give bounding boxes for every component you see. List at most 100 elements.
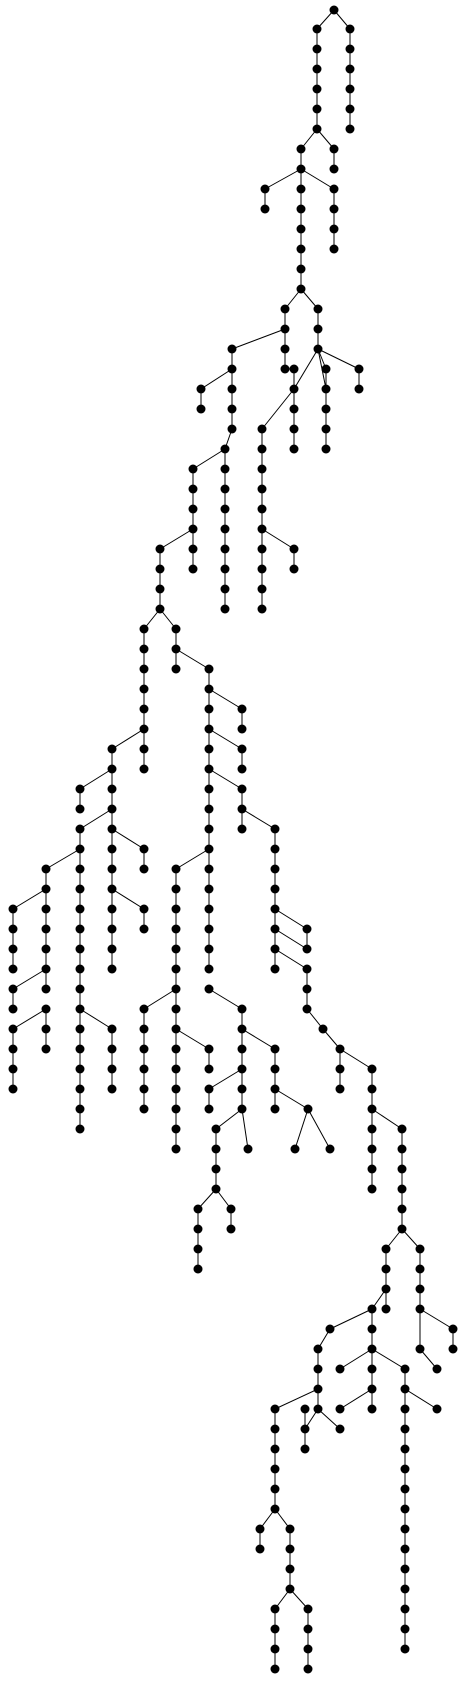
tree-node [325,1144,335,1154]
tree-node [400,1364,410,1374]
tree-node [367,1404,377,1414]
tree-node [432,1404,442,1414]
tree-node [220,564,230,574]
tree-node [41,1004,51,1014]
tree-node [400,1404,410,1414]
tree-node [193,1264,203,1274]
tree-node [325,1324,335,1334]
tree-node [345,44,355,54]
tree-node [196,404,206,414]
tree-node [41,904,51,914]
tree-node [260,184,270,194]
tree-node [345,84,355,94]
tree-node [381,1304,391,1314]
tree-node [107,804,117,814]
tree-node [289,384,299,394]
tree-node [367,1124,377,1134]
tree-node [139,1104,149,1114]
tree-node [367,1364,377,1374]
tree-node [226,1204,236,1214]
tree-node [312,84,322,94]
tree-node [227,364,237,374]
tree-node [345,124,355,134]
tree-node [107,844,117,854]
tree-node [8,1004,18,1014]
tree-node [220,484,230,494]
tree-node [204,1044,214,1054]
tree-node [211,1164,221,1174]
tree-node [400,1604,410,1614]
tree-node [75,1044,85,1054]
tree-node [171,1044,181,1054]
tree-node [8,944,18,954]
tree-node [155,604,165,614]
tree-edge [159,528,194,550]
tree-node [139,1004,149,1014]
tree-node [41,1044,51,1054]
tree-node [285,1524,295,1534]
tree-edge [329,1308,373,1330]
tree-node [171,904,181,914]
tree-node [237,824,247,834]
tree-node [415,1284,425,1294]
tree-node [171,1144,181,1154]
tree-node [204,1104,214,1114]
tree-node [415,1264,425,1274]
tree-node [354,364,364,374]
tree-node [171,644,181,654]
tree-node [204,984,214,994]
tree-node [75,844,85,854]
tree-node [400,1484,410,1494]
tree-node [329,164,339,174]
tree-node [280,324,290,334]
tree-node [257,524,267,534]
tree-node [270,1044,280,1054]
tree-node [280,304,290,314]
tree-edge [143,988,177,1010]
tree-node [220,604,230,614]
tree-edge [208,988,243,1010]
tree-node [381,1244,391,1254]
tree-node [107,764,117,774]
tree-node [296,284,306,294]
tree-node [204,884,214,894]
tree-node [270,1084,280,1094]
tree-node [75,944,85,954]
tree-edge [300,168,335,190]
tree-node [139,664,149,674]
tree-node [300,1424,310,1434]
tree-node [270,1484,280,1494]
tree-node [296,184,306,194]
tree-node [8,1084,18,1094]
tree-node [75,1104,85,1114]
tree-node [107,964,117,974]
tree-node [139,1044,149,1054]
tree-edge [274,1088,309,1110]
tree-node [188,564,198,574]
tree-node [303,1604,313,1614]
tree-node [318,1024,328,1034]
tree-node [270,924,280,934]
tree-node [329,204,339,214]
tree-node [285,1584,295,1594]
tree-node [270,1604,280,1614]
tree-node [289,444,299,454]
tree-node [8,964,18,974]
tree-node [204,924,214,934]
tree-node [139,904,149,914]
tree-nodes [8,5,458,1674]
tree-node [237,1004,247,1014]
tree-node [270,1104,280,1114]
tree-node [75,904,85,914]
tree-edge [339,1388,373,1410]
tree-node [400,1464,410,1474]
tree-node [397,1164,407,1174]
tree-node [139,744,149,754]
tree-node [313,304,323,314]
tree-node [302,964,312,974]
tree-node [107,1024,117,1034]
tree-node [171,1024,181,1034]
tree-node [270,1644,280,1654]
tree-node [321,444,331,454]
